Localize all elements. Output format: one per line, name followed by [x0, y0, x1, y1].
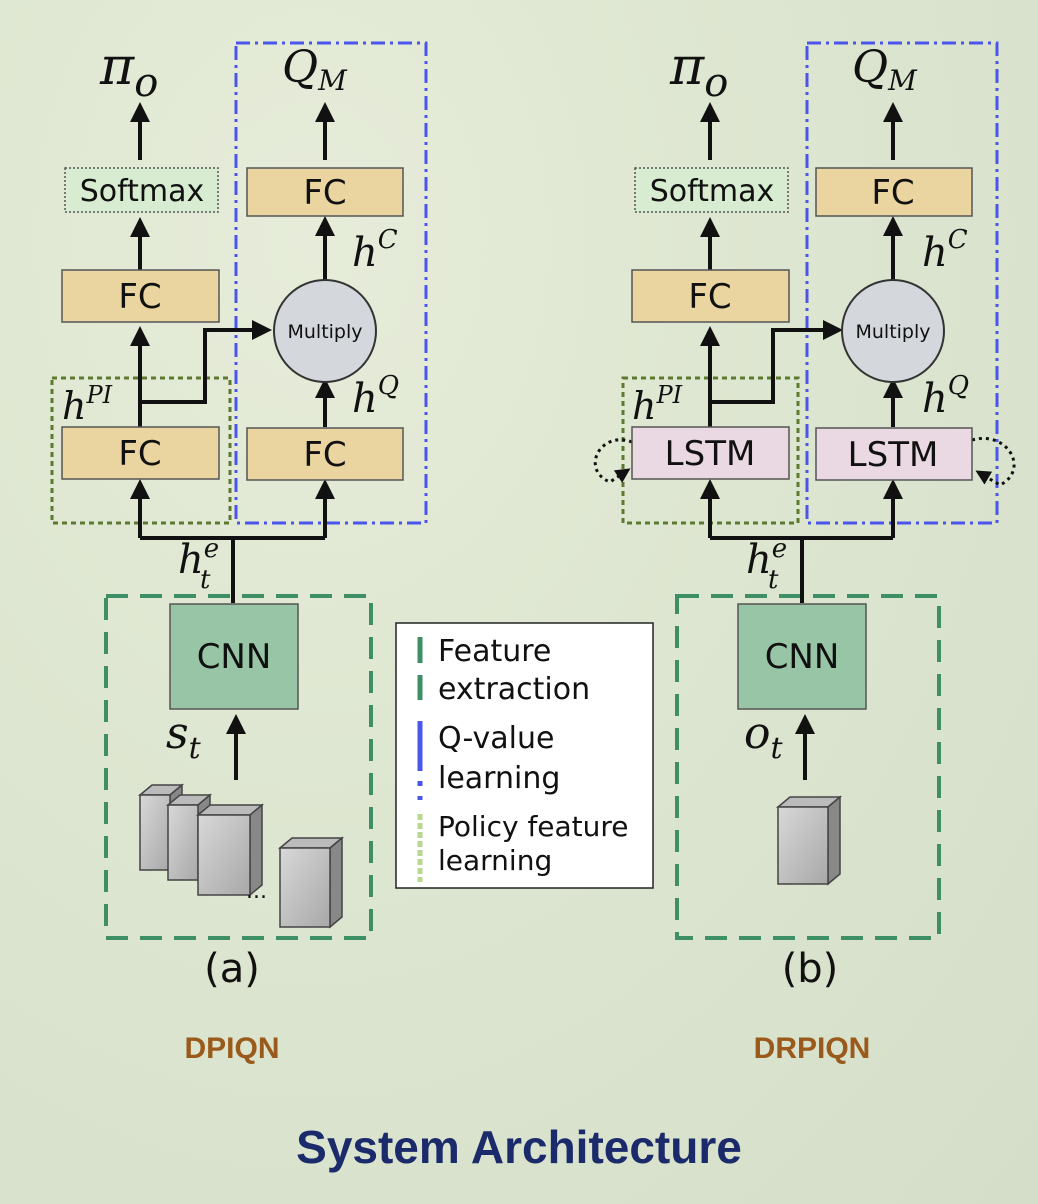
legend: Feature extraction Q-value learning Poli… [395, 622, 654, 889]
he-sub-a: t [200, 565, 211, 595]
softmax-label-b: Softmax [650, 174, 775, 209]
output-q-b: QM [852, 42, 918, 97]
multiply-node-a [273, 279, 377, 383]
softmax-box-a [64, 167, 219, 213]
panel-b: Softmax FC FC Multiply LSTM LSTM CNN πo … [593, 37, 1016, 992]
multiply-label-b: Multiply [855, 321, 930, 343]
multiply-label-a: Multiply [287, 321, 362, 343]
hq-label-a: hQ [352, 371, 399, 422]
fc-q-top-label-b: FC [871, 173, 914, 213]
lstm-q-box-b [815, 427, 973, 481]
fc-pi-label-a: FC [118, 434, 161, 474]
legend-box [395, 622, 654, 889]
input-frames-a [137, 783, 345, 929]
input-label-a: st [166, 708, 202, 766]
legend-label-q-1: Q-value [438, 721, 554, 756]
hpi-label-a: hPI [62, 381, 113, 428]
fc-q-top-box-a [246, 167, 404, 217]
softmax-box-b [634, 167, 789, 213]
caption-a: (a) [204, 946, 260, 992]
legend-label-q-2: learning [438, 761, 560, 796]
lstm-pi-label-b: LSTM [665, 434, 756, 474]
recurrent-loop-pi [593, 438, 633, 484]
feature-extraction-region-b [675, 594, 941, 940]
output-policy-b: πo [669, 37, 728, 106]
output-q-a: QM [282, 42, 348, 97]
model-name-drpiqn: DRPIQN [753, 1032, 871, 1065]
softmax-label-a: Softmax [80, 174, 205, 209]
q-value-region-b [805, 41, 999, 525]
hc-label-a: hC [352, 225, 398, 276]
legend-label-feature-2: extraction [438, 672, 590, 707]
fc-policy-box-a [61, 269, 220, 323]
hpi-label-b: hPI [632, 381, 683, 428]
fc-q-top-box-b [815, 167, 973, 217]
recurrent-loop-q [971, 436, 1016, 487]
legend-label-policy-2: learning [438, 844, 552, 877]
fc-policy-box-b [631, 269, 790, 323]
lstm-q-label-b: LSTM [848, 435, 939, 475]
output-policy-a: πo [99, 37, 158, 106]
ellipsis-a: ... [246, 879, 267, 904]
cnn-label-b: CNN [765, 637, 840, 677]
page-title: System Architecture [296, 1121, 742, 1173]
input-label-b: ot [744, 708, 784, 766]
he-sub-b: t [768, 565, 779, 595]
fc-pi-box-a [61, 426, 220, 480]
panel-a: Softmax FC FC Multiply FC FC CNN πo QM h… [50, 37, 428, 992]
lstm-pi-box-b [631, 426, 790, 480]
legend-label-feature-1: Feature [438, 634, 551, 669]
q-value-region [234, 41, 428, 525]
model-name-dpiqn: DPIQN [184, 1032, 280, 1065]
legend-label-policy-1: Policy feature [438, 810, 629, 843]
hc-label-b: hC [922, 225, 968, 276]
he-label-a: he [178, 534, 219, 583]
hq-label-b: hQ [922, 371, 969, 422]
fc-q-top-label-a: FC [303, 173, 346, 213]
he-label-b: he [746, 534, 787, 583]
cnn-box-a [169, 603, 299, 710]
cnn-label-a: CNN [197, 637, 272, 677]
fc-q-box-a [246, 427, 404, 481]
fc-policy-label-a: FC [118, 277, 161, 317]
fc-policy-label-b: FC [688, 277, 731, 317]
input-frame-b [775, 795, 843, 886]
multiply-node-b [841, 279, 945, 383]
cnn-box-b [737, 603, 867, 710]
caption-b: (b) [782, 946, 839, 992]
fc-q-label-a: FC [303, 435, 346, 475]
